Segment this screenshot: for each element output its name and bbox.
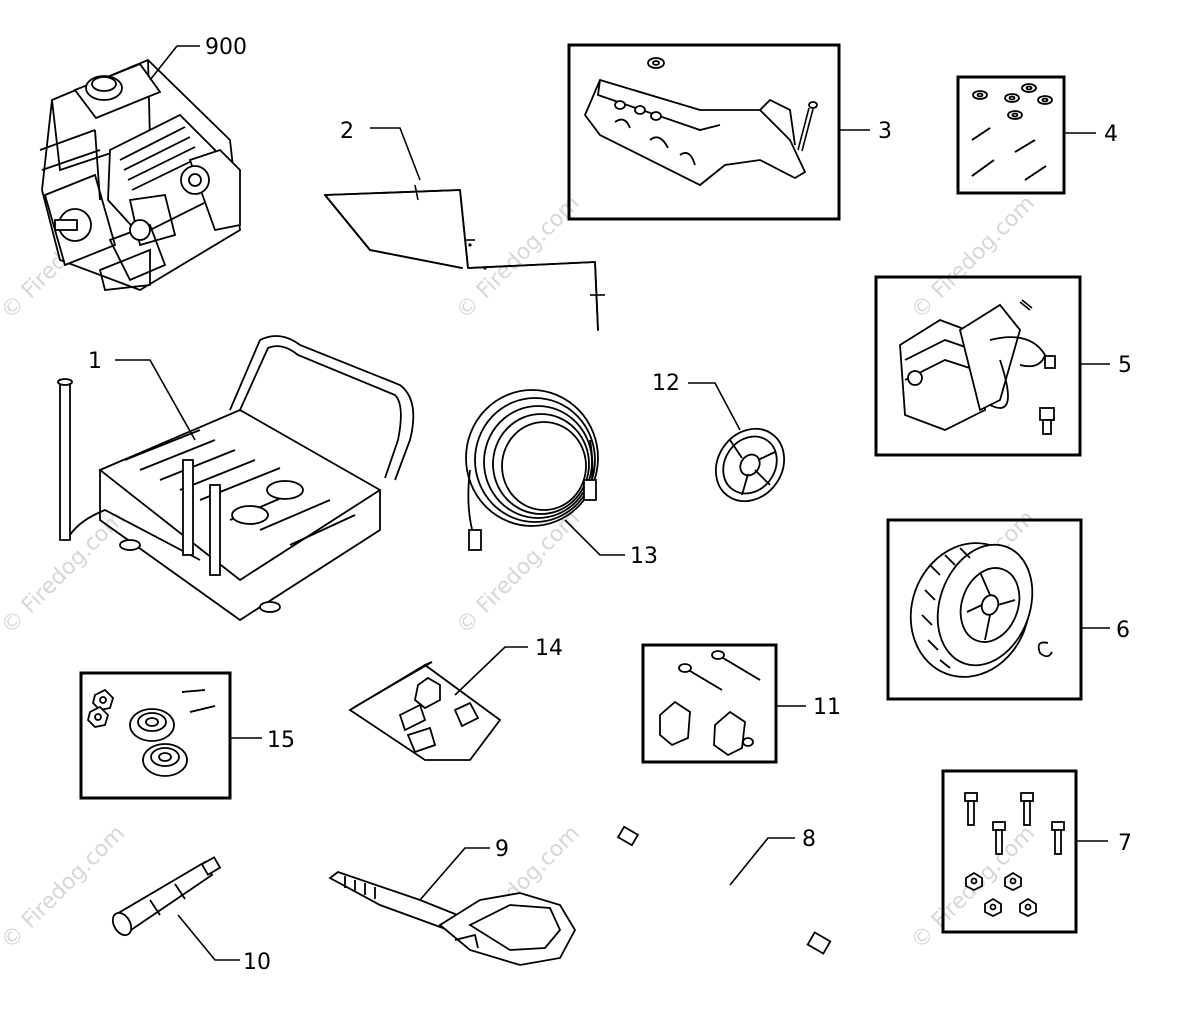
part-6-box [886, 518, 1083, 701]
knob-kit-icon[interactable] [659, 650, 761, 757]
hose-icon[interactable] [465, 389, 599, 551]
callout-label: 10 [243, 950, 271, 975]
callout-9: 9 [419, 837, 509, 901]
callout-label: 900 [205, 35, 247, 60]
callout-4: 4 [1064, 122, 1118, 147]
bearing-kit-icon[interactable] [87, 688, 216, 777]
bolt-nut-kit-icon[interactable] [964, 792, 1065, 918]
frame-icon[interactable] [57, 335, 415, 622]
watermark: © Firedog.com [452, 191, 585, 324]
part-4-box [956, 75, 1066, 195]
callout-13: 13 [564, 519, 658, 569]
callout-2: 2 [340, 119, 421, 181]
callout-label: 11 [813, 695, 841, 720]
watermarks: © Firedog.com © Firedog.com © Firedog.co… [0, 191, 1040, 954]
callout-11: 11 [776, 695, 841, 720]
extension-wand-icon[interactable] [616, 825, 832, 955]
part-5-box [874, 275, 1082, 457]
bolt-kit-icon[interactable] [971, 83, 1053, 181]
callout-900: 900 [149, 35, 247, 81]
callout-12: 12 [652, 371, 741, 431]
spray-gun-icon[interactable] [328, 870, 577, 966]
hubcap-icon[interactable] [702, 416, 798, 515]
handle-icon[interactable] [324, 184, 605, 331]
callout-label: 1 [88, 349, 102, 374]
callout-label: 6 [1116, 618, 1130, 643]
callout-14: 14 [454, 636, 563, 696]
callout-label: 12 [652, 371, 680, 396]
part-15-box [79, 671, 232, 800]
part-3-box [567, 43, 841, 221]
part-11-box [641, 643, 778, 764]
engine-mount-icon[interactable] [583, 57, 818, 187]
callout-3: 3 [839, 119, 892, 144]
callout-label: 14 [535, 636, 563, 661]
callout-8: 8 [729, 827, 816, 886]
part-7-box [941, 769, 1078, 934]
callout-label: 5 [1118, 353, 1132, 378]
callout-label: 13 [630, 544, 658, 569]
callout-label: 9 [495, 837, 509, 862]
callout-label: 2 [340, 119, 354, 144]
callout-7: 7 [1076, 831, 1132, 856]
callout-10: 1 9 10 10 [177, 914, 271, 975]
callout-6: 6 [1081, 618, 1130, 643]
nozzle-kit-icon[interactable] [348, 661, 502, 761]
callout-label: 3 [878, 119, 892, 144]
engine-icon[interactable] [39, 58, 241, 291]
callout-label: 15 [267, 728, 295, 753]
callout-15: 15 [230, 728, 295, 753]
wheel-icon[interactable] [892, 526, 1053, 693]
nozzle-icon[interactable] [109, 856, 222, 938]
callout-label: 4 [1104, 122, 1118, 147]
callout-label: 8 [802, 827, 816, 852]
watermark: © Firedog.com [907, 191, 1040, 324]
watermark: © Firedog.com [0, 821, 130, 954]
callout-1: 1 [88, 349, 196, 441]
pump-icon[interactable] [899, 299, 1056, 435]
callout-5: 5 [1080, 353, 1132, 378]
callout-label: 7 [1118, 831, 1132, 856]
